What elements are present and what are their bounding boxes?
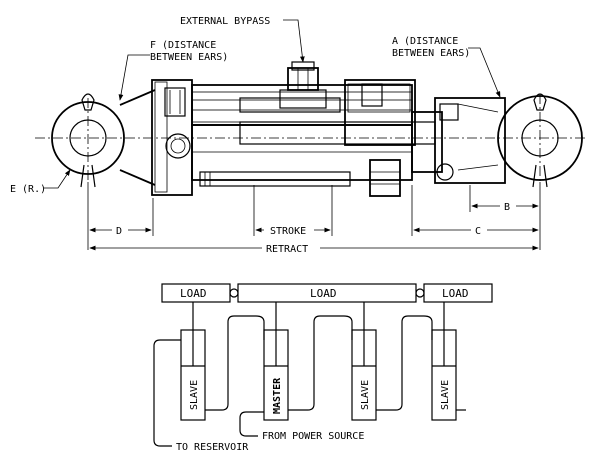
right-cotter-pin [533, 93, 547, 111]
load-label-2: LOAD [310, 287, 337, 300]
slave-cylinder-2: SLAVE [351, 329, 377, 421]
piston-rod [239, 111, 443, 173]
hydraulic-lines [153, 315, 466, 447]
master-label: MASTER [272, 377, 283, 414]
external-bypass-label: EXTERNAL BYPASS [180, 16, 270, 27]
b-dimension-label: B [504, 202, 510, 213]
slave-label-3: SLAVE [440, 380, 451, 410]
f-distance-label-1: F (DISTANCE [150, 40, 216, 51]
external-bypass-fitting [279, 61, 327, 109]
left-clevis [51, 89, 156, 188]
cylinder-assembly: EXTERNAL BYPASS F (DISTANCE BETWEEN EARS… [10, 16, 585, 255]
e-radius-label: E (R.) [10, 184, 46, 195]
a-distance-label-1: A (DISTANCE [392, 36, 458, 47]
load-label-1: LOAD [180, 287, 207, 300]
cylinder-rear-head [151, 79, 193, 196]
right-clevis [434, 93, 583, 188]
slave-cylinder-1: SLAVE [180, 329, 206, 421]
load-label-3: LOAD [442, 287, 469, 300]
to-reservoir-label: TO RESERVOIR [176, 442, 249, 453]
c-dimension-label: C [475, 226, 481, 237]
load-box-3 [423, 283, 493, 303]
f-distance-label-2: BETWEEN EARS) [150, 52, 228, 63]
from-power-source-label: FROM POWER SOURCE [262, 431, 364, 442]
stroke-dimension-label: STROKE [270, 226, 306, 237]
retract-dimension-label: RETRACT [266, 244, 308, 255]
cylinder-barrel [191, 84, 413, 187]
slave-label-2: SLAVE [360, 380, 371, 410]
slave-label-1: SLAVE [189, 380, 200, 410]
left-cotter-pin [81, 93, 95, 111]
series-schematic: LOAD LOAD LOAD SLAVE MASTER SLAVE [153, 283, 493, 453]
d-dimension-label: D [116, 226, 122, 237]
slave-cylinder-3: SLAVE [431, 329, 457, 421]
a-distance-label-2: BETWEEN EARS) [392, 48, 470, 59]
master-cylinder: MASTER [263, 329, 289, 421]
leader-lines [44, 19, 501, 189]
